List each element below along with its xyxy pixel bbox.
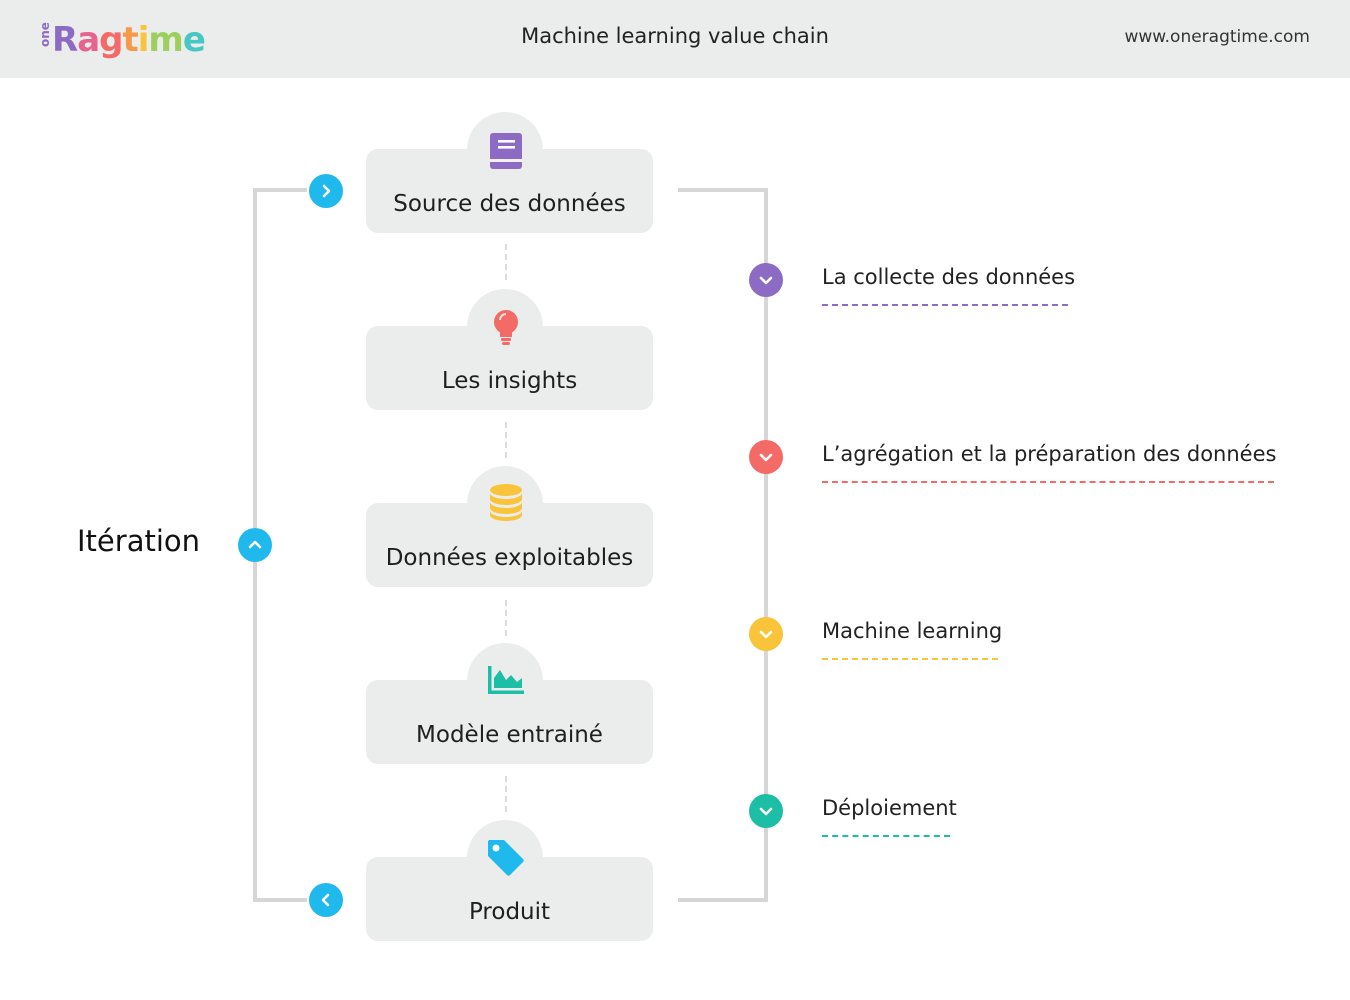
iteration-bottom-arm <box>253 898 307 902</box>
iteration-line-top <box>253 188 257 528</box>
chevron-up-icon <box>248 540 262 549</box>
step-underline <box>822 658 998 660</box>
chevron-down-icon <box>759 276 773 285</box>
website-url[interactable]: www.oneragtime.com <box>1124 27 1310 47</box>
process-line <box>764 188 768 902</box>
box-connector <box>505 244 507 280</box>
step-badge-agregation[interactable] <box>749 440 783 474</box>
chevron-left-icon <box>321 893 330 907</box>
box-label: Les insights <box>441 368 578 394</box>
box-label: Données exploitables <box>385 545 634 571</box>
tag-icon <box>484 836 528 880</box>
process-bottom-arm <box>678 898 768 902</box>
box-connector <box>505 422 507 458</box>
box-connector <box>505 600 507 636</box>
process-top-arm <box>678 188 768 192</box>
step-badge-collecte[interactable] <box>749 263 783 297</box>
lightbulb-icon <box>484 305 528 349</box>
box-connector <box>505 776 507 812</box>
iteration-up-button[interactable] <box>238 528 272 562</box>
brand-logo[interactable]: one Ragtime <box>38 18 206 62</box>
step-underline <box>822 304 1068 306</box>
header-bar: one Ragtime Machine learning value chain… <box>0 0 1350 78</box>
database-icon <box>484 480 528 524</box>
chevron-down-icon <box>759 807 773 816</box>
iteration-forward-button[interactable] <box>309 174 343 208</box>
step-badge-deploiement[interactable] <box>749 794 783 828</box>
box-label: Produit <box>468 899 551 925</box>
box-label: Modèle entrainé <box>416 722 603 748</box>
step-underline <box>822 481 1274 483</box>
step-label-agregation: L’agrégation et la préparation des donné… <box>822 442 1277 466</box>
step-underline <box>822 835 950 837</box>
logo-wordmark: Ragtime <box>52 20 206 60</box>
step-badge-machine-learning[interactable] <box>749 617 783 651</box>
book-icon <box>484 129 528 173</box>
step-label-machine-learning: Machine learning <box>822 619 1003 643</box>
diagram-title: Machine learning value chain <box>521 24 829 48</box>
step-label-deploiement: Déploiement <box>822 796 957 820</box>
iteration-label: Itération <box>77 524 201 558</box>
chevron-right-icon <box>322 184 331 198</box>
chevron-down-icon <box>759 630 773 639</box>
iteration-top-arm <box>253 188 307 192</box>
chevron-down-icon <box>759 453 773 462</box>
area-chart-icon <box>484 658 528 702</box>
iteration-back-button[interactable] <box>309 883 343 917</box>
iteration-line-bottom <box>253 562 257 902</box>
step-label-collecte: La collecte des données <box>822 265 1076 289</box>
box-label: Source des données <box>393 191 626 217</box>
box-donnees-exploitables: Données exploitables <box>366 503 653 587</box>
